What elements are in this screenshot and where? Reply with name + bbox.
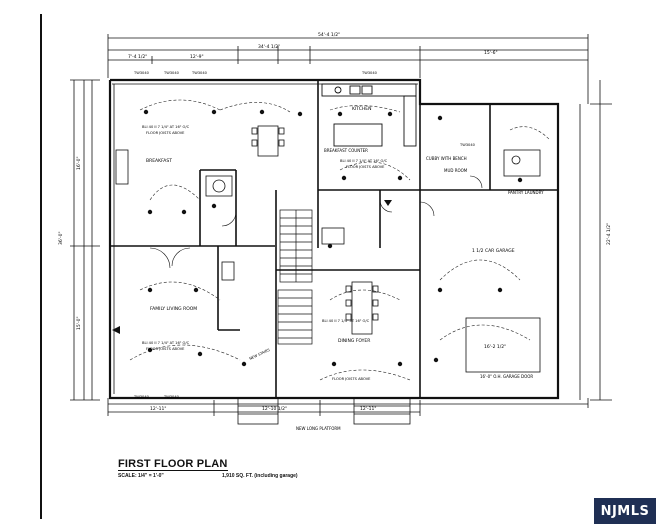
dim-left-a: 16'-0" bbox=[76, 156, 82, 170]
dimension-lines-bottom bbox=[107, 398, 589, 416]
dim-overall-depth: 36'-0" bbox=[58, 231, 64, 245]
dim-garage-depth: 22'-4 1/2" bbox=[606, 223, 612, 245]
plan-scale: SCALE: 1/4" = 1'-0" bbox=[118, 473, 164, 479]
floor-joists-note-3: FLOOR JOISTS ABOVE bbox=[146, 347, 185, 351]
dim-top-left-b: 12'-9" bbox=[190, 54, 204, 60]
window-tag: TW3040 bbox=[191, 71, 208, 75]
dim-garage-door: 16'-2 1/2" bbox=[484, 344, 506, 350]
plan-title: FIRST FLOOR PLAN bbox=[118, 458, 228, 471]
window-tag: TW3040 bbox=[163, 395, 180, 399]
label-garage-door: 16'-0" O.H. GARAGE DOOR bbox=[480, 374, 533, 379]
njmls-watermark-logo: NJMLS bbox=[594, 498, 656, 524]
dim-left-b: 15'-0" bbox=[76, 316, 82, 330]
dim-top-left-a: 7'-4 1/2" bbox=[128, 54, 147, 60]
dim-bottom-a: 12'-11" bbox=[150, 406, 166, 412]
interior-walls bbox=[110, 80, 558, 398]
dim-bottom-b: 12'-10 1/2" bbox=[262, 406, 287, 412]
fixtures bbox=[115, 149, 541, 373]
front-porch bbox=[237, 397, 411, 425]
sheet-border-line bbox=[40, 14, 42, 519]
light-fixtures bbox=[143, 109, 523, 367]
dim-bottom-c: 12'-11" bbox=[360, 406, 376, 412]
label-new-stairs: NEW STAIRS bbox=[249, 348, 271, 361]
label-kitchen: KITCHEN bbox=[352, 106, 372, 112]
dimension-lines-top bbox=[107, 34, 589, 104]
label-breakfast-counter: BREAKFAST COUNTER bbox=[324, 148, 368, 153]
label-mud-room: MUD ROOM bbox=[444, 168, 468, 173]
beam-note-3: BLI 40 II 7 1/4" AT 16" O/C bbox=[142, 341, 190, 345]
lighting-circuits bbox=[129, 99, 551, 381]
dim-top-right: 15'-6" bbox=[484, 50, 498, 56]
label-family-living-room: FAMILY LIVING ROOM bbox=[150, 306, 197, 312]
plan-gross-area: 1,910 SQ. FT. (including garage) bbox=[222, 473, 298, 479]
label-dining-foyer: DINING FOYER bbox=[338, 338, 370, 344]
label-pantry-laundry: PANTRY LAUNDRY bbox=[508, 190, 544, 195]
kitchen-counters bbox=[321, 83, 417, 147]
label-breakfast: BREAKFAST bbox=[146, 158, 172, 164]
window-tag: TW3040 bbox=[133, 395, 150, 399]
floor-joists-note-4: FLOOR JOISTS ABOVE bbox=[332, 377, 371, 381]
window-tag: TW3040 bbox=[361, 71, 378, 75]
window-tag: TW3040 bbox=[459, 143, 476, 147]
section-marker bbox=[384, 200, 392, 206]
window-tag: TW3040 bbox=[133, 71, 150, 75]
floor-joists-note-2: FLOOR JOISTS ABOVE bbox=[346, 165, 385, 169]
stairs bbox=[277, 209, 313, 345]
window-tag: TW3040 bbox=[163, 71, 180, 75]
dim-top-center: 34'-4 1/2" bbox=[258, 44, 280, 50]
north-arrow-marker bbox=[112, 326, 120, 334]
label-garage: 1 1/2 CAR GARAGE bbox=[472, 248, 515, 254]
dimension-lines-sides bbox=[70, 79, 612, 401]
floor-joists-note-1: FLOOR JOISTS ABOVE bbox=[146, 131, 185, 135]
beam-note-1: BLI 40 II 7 1/4" AT 16" O/C bbox=[142, 125, 190, 129]
door-swings bbox=[149, 175, 483, 269]
label-porch: NEW LONG PLATFORM bbox=[296, 426, 341, 431]
dim-overall-width: 54'-4 1/2" bbox=[318, 32, 340, 38]
beam-note-4: BLI 40 II 7 1/4" AT 16" O/C bbox=[322, 319, 370, 323]
tables bbox=[251, 125, 379, 335]
beam-note-2: BLI 40 II 7 1/4" AT 16" O/C bbox=[340, 159, 388, 163]
label-cubby-with-bench: CUBBY WITH BENCH bbox=[426, 156, 467, 161]
